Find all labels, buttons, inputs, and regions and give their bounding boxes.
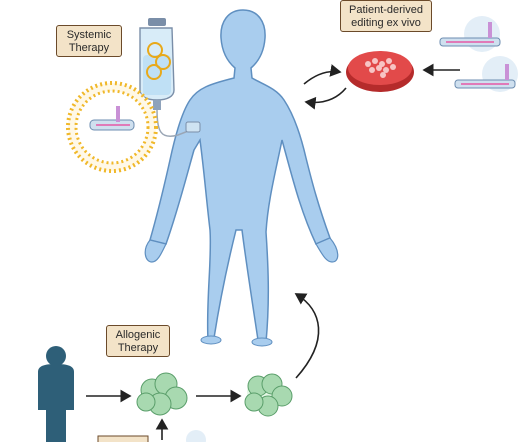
human-body-figure — [144, 9, 339, 347]
cell-cluster-1 — [136, 372, 188, 416]
arrow-dish-to-body — [304, 87, 347, 110]
label-patient-derived: Patient-derived editing ex vivo — [340, 0, 432, 32]
cell-cluster-2-edited — [244, 373, 293, 417]
label-allogenic-therapy: Allogenic Therapy — [106, 325, 170, 357]
editing-complex-icon-top — [439, 16, 501, 52]
lipid-nanoparticle-icon — [66, 81, 158, 173]
petri-dish-icon — [346, 51, 414, 92]
donor-person-icon — [38, 346, 74, 442]
arrow-body-to-dish — [303, 64, 342, 85]
label-systemic-therapy: Systemic Therapy — [56, 25, 122, 57]
arrow-edited-to-body — [294, 293, 320, 379]
iv-bag-icon — [139, 18, 201, 137]
editing-complex-icon-bottom — [454, 56, 518, 92]
